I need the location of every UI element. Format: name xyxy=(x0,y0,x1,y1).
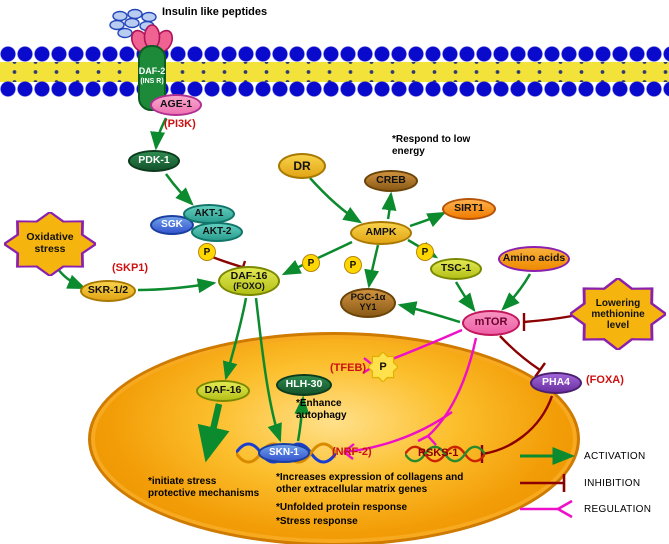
yy1-label: YY1 xyxy=(359,302,377,313)
tsc1-label: TSC-1 xyxy=(440,262,472,275)
phospho-star: P xyxy=(368,352,398,382)
node-sgk: SGK xyxy=(150,215,194,235)
nrf2-annotation: (NRF-2) xyxy=(332,446,372,458)
phospho-2: P xyxy=(344,256,362,274)
node-pgc1a: PGC-1α YY1 xyxy=(340,288,396,318)
node-akt2: AKT-2 xyxy=(191,222,243,242)
legend-inhibition-label: INHIBITION xyxy=(584,478,641,489)
membrane-inner-band xyxy=(0,62,669,82)
respond-low-energy-note: *Respond to low energy xyxy=(392,134,471,157)
daf16-nuclear-label: DAF-16 xyxy=(204,384,242,397)
collagens-note: *Increases expression of collagens and o… xyxy=(276,472,464,495)
ampk-label: AMPK xyxy=(365,226,397,239)
node-pha4: PHA4 xyxy=(530,372,582,394)
oxidative-stress-burst: Oxidative stress xyxy=(4,212,96,276)
node-akt1: AKT-1 xyxy=(183,204,235,224)
node-daf16-foxo: DAF-16 (FOXO) xyxy=(218,266,280,296)
sirt1-label: SIRT1 xyxy=(454,202,484,215)
daf2-label: DAF-2 xyxy=(138,66,166,76)
phospho-label: P xyxy=(421,246,429,258)
skn1-label: SKN-1 xyxy=(268,446,299,458)
dr-label: DR xyxy=(293,158,311,173)
node-pdk1: PDK-1 xyxy=(128,150,180,172)
node-skr12: SKR-1/2 xyxy=(80,280,136,302)
pi3k-annotation: (PI3K) xyxy=(164,118,196,130)
amino-acids-label: Amino acids xyxy=(502,252,566,265)
age1-label: AGE-1 xyxy=(159,98,193,111)
node-mtor: mTOR xyxy=(462,310,520,336)
akt2-label: AKT-2 xyxy=(202,225,232,237)
foxa-annotation: (FOXA) xyxy=(586,374,624,386)
enhance-autophagy-note: *Enhance autophagy xyxy=(296,398,347,421)
node-hlh30: HLH-30 xyxy=(276,374,332,396)
methionine-label: Lowering methionine level xyxy=(591,297,645,331)
starburst-icon xyxy=(570,278,666,350)
daf2-receptor: DAF-2 (INS R) xyxy=(128,24,176,112)
hlh30-label: HLH-30 xyxy=(285,378,323,391)
legend-regulation-label: REGULATION xyxy=(584,504,652,515)
legend-activation-label: ACTIVATION xyxy=(584,451,646,462)
insulin-peptides-label: Insulin like peptides xyxy=(162,6,268,18)
phospho-label: P xyxy=(349,259,357,271)
insulin-peptides-icon xyxy=(109,8,157,39)
node-daf16-nuclear: DAF-16 xyxy=(196,380,250,402)
unfolded-note: *Unfolded protein response xyxy=(276,502,408,513)
membrane-top-lipids xyxy=(0,46,669,63)
mtor-label: mTOR xyxy=(474,316,508,329)
phospho-3: P xyxy=(416,243,434,261)
phospho-1: P xyxy=(302,254,320,272)
tfeb-annotation: (TFEB) xyxy=(330,362,367,374)
node-age1: AGE-1 xyxy=(150,94,202,116)
stress-response-note: *Stress response xyxy=(276,516,358,527)
phospho-label: P xyxy=(307,257,315,269)
node-dr: DR xyxy=(278,153,326,179)
daf16-foxo-sublabel: (FOXO) xyxy=(233,280,265,291)
creb-label: CREB xyxy=(376,174,406,187)
node-creb: CREB xyxy=(364,170,418,192)
phospho-akt: P xyxy=(198,243,216,261)
oxidative-stress-label: Oxidative stress xyxy=(26,231,74,255)
skp1-annotation: (SKP1) xyxy=(112,262,149,274)
daf2-sublabel: (INS R) xyxy=(140,78,164,85)
rsks1-label: RSKS-1 xyxy=(418,447,459,459)
node-sirt1: SIRT1 xyxy=(442,198,496,220)
pha4-label: PHA4 xyxy=(541,376,570,389)
phospho-star-label: P xyxy=(379,360,387,373)
methionine-burst: Lowering methionine level xyxy=(570,278,666,350)
skr12-label: SKR-1/2 xyxy=(87,284,129,297)
sgk-label: SGK xyxy=(161,218,183,230)
akt1-label: AKT-1 xyxy=(194,207,224,219)
pdk1-label: PDK-1 xyxy=(138,154,170,167)
phospho-label: P xyxy=(203,246,211,258)
membrane-bottom-lipids xyxy=(0,81,669,98)
daf16-foxo-label: DAF-16 xyxy=(230,269,268,282)
node-amino-acids: Amino acids xyxy=(498,246,570,272)
pgc1a-label: PGC-1α xyxy=(350,292,386,304)
initiate-stress-note: *initiate stress protective mechanisms xyxy=(148,476,260,499)
node-tsc1: TSC-1 xyxy=(430,258,482,280)
node-ampk: AMPK xyxy=(350,221,412,245)
node-skn1: SKN-1 xyxy=(258,443,310,463)
